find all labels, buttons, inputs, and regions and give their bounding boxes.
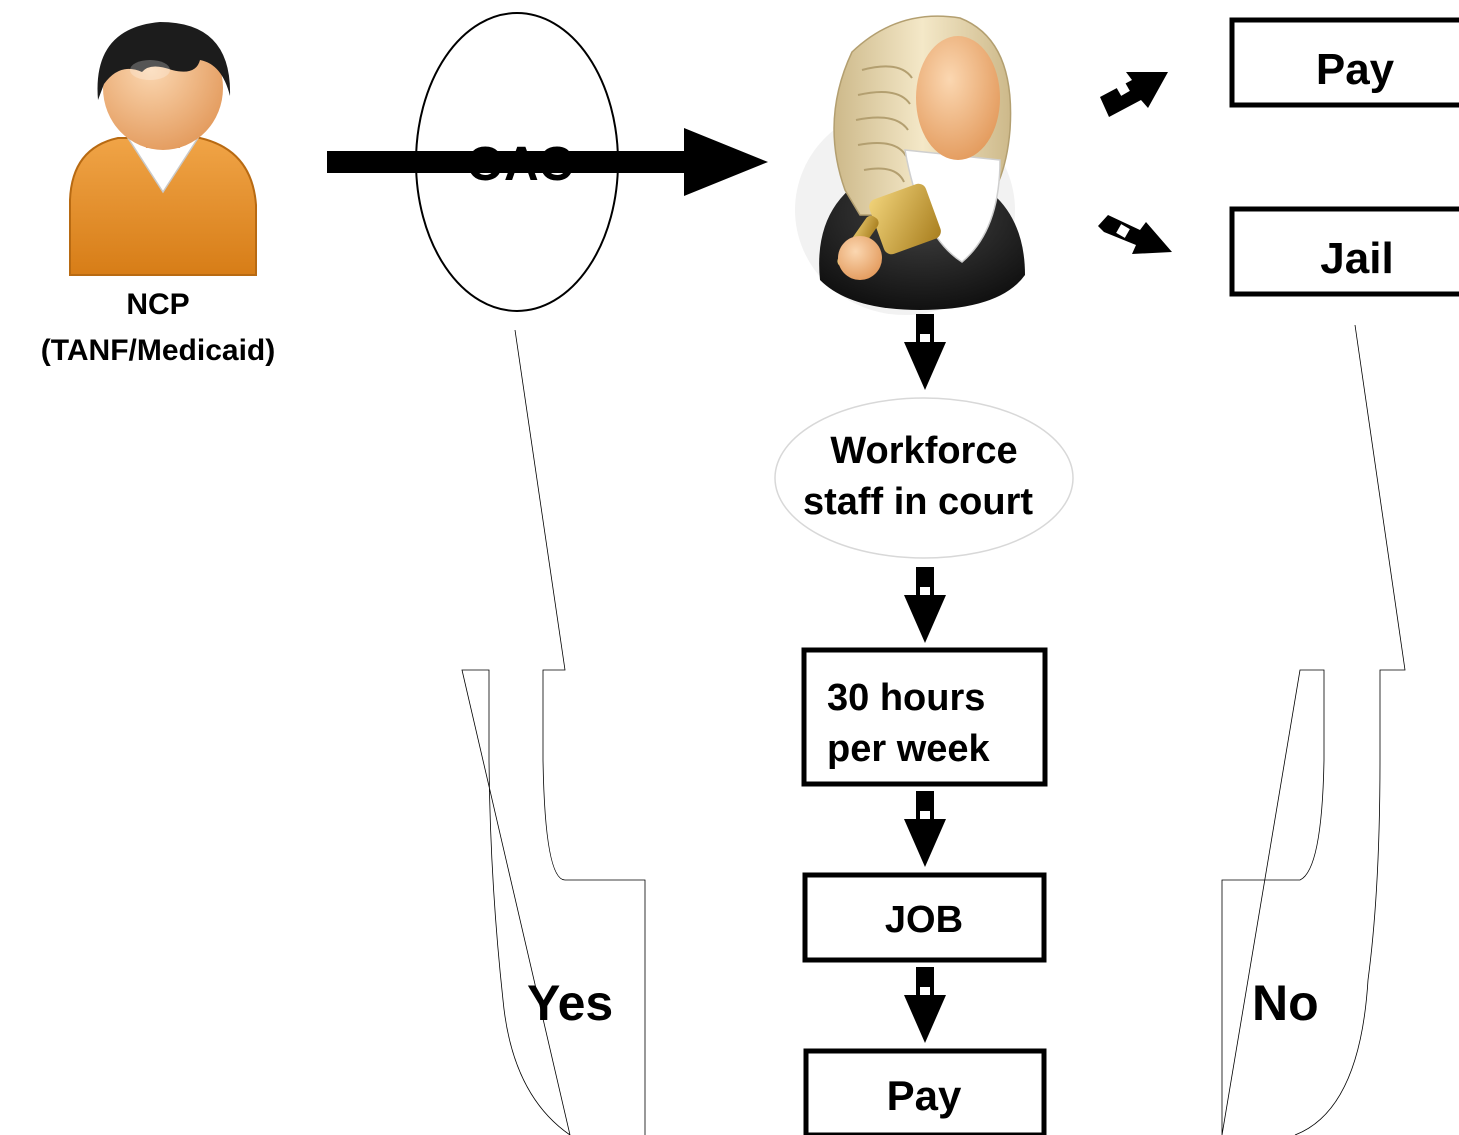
outcome-pay-box: Pay xyxy=(1229,17,1459,108)
job-box: JOB xyxy=(802,872,1047,963)
no-loop-arrow xyxy=(1221,324,1406,1135)
final-pay-box: Pay xyxy=(803,1048,1047,1135)
judge-icon xyxy=(795,15,1025,315)
down-arrow-1 xyxy=(904,314,946,390)
hours-label-line1: 30 hours xyxy=(827,677,985,719)
outcome-jail-box: Jail xyxy=(1229,206,1459,297)
hours-box: 30 hours per week xyxy=(801,647,1048,787)
down-arrow-3 xyxy=(904,791,946,867)
ncp-label-line2: (TANF/Medicaid) xyxy=(41,334,275,367)
arrow-to-jail xyxy=(1098,215,1172,254)
hours-label-line2: per week xyxy=(827,728,991,770)
workforce-label-line1: Workforce xyxy=(830,430,1017,472)
down-arrow-2 xyxy=(904,567,946,643)
yes-loop-arrow xyxy=(461,329,646,1135)
job-label: JOB xyxy=(885,899,963,941)
person-icon xyxy=(69,22,257,276)
final-pay-label: Pay xyxy=(887,1072,962,1119)
arrow-to-pay xyxy=(1100,72,1168,117)
outcome-pay-label: Pay xyxy=(1316,45,1395,94)
workforce-ellipse: Workforce staff in court xyxy=(774,397,1074,559)
workforce-label-line2: staff in court xyxy=(803,481,1033,523)
outcome-jail-label: Jail xyxy=(1320,234,1393,283)
no-label: No xyxy=(1252,975,1319,1031)
yes-label: Yes xyxy=(527,975,613,1031)
ncp-label-line1: NCP xyxy=(126,288,189,321)
main-arrow xyxy=(327,128,768,196)
down-arrow-4 xyxy=(904,967,946,1043)
